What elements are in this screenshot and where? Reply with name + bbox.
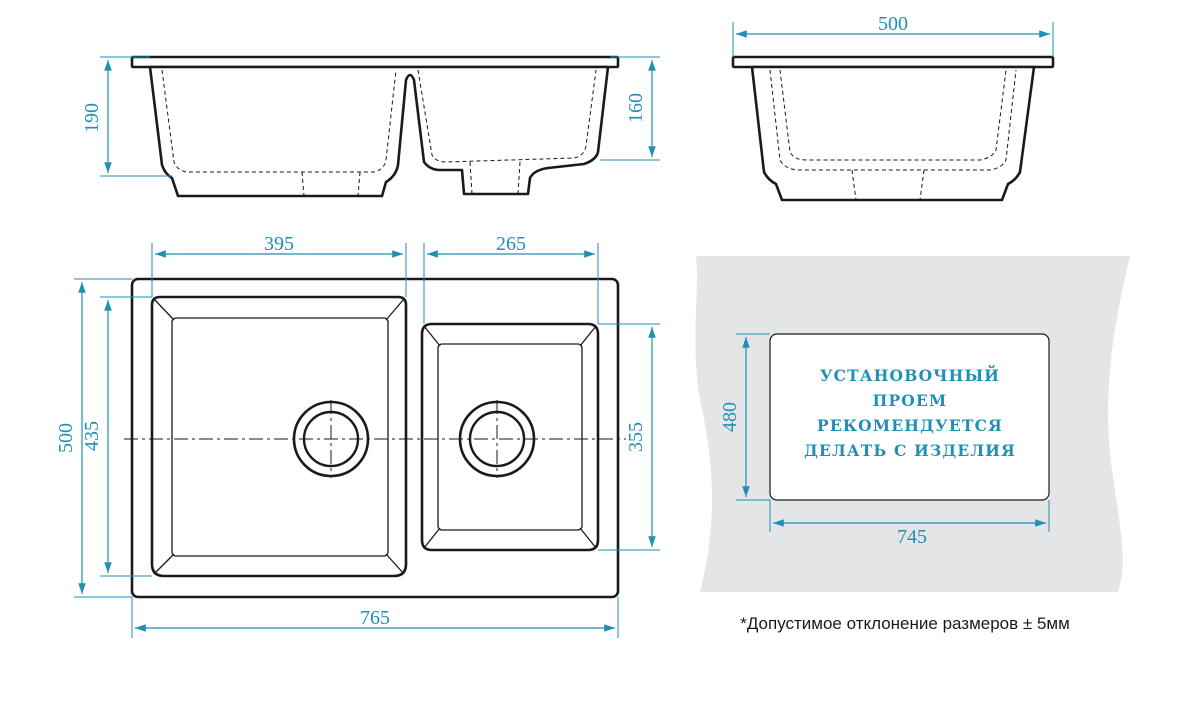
side-view-large-bowl [148,65,610,198]
tolerance-note: *Допустимое отклонение размеров ± 5мм [740,614,1070,633]
dim-label-435: 435 [81,421,103,451]
dim-label-395: 395 [264,233,294,255]
dimension-745: 745 [769,500,1050,548]
dimension-355: 355 [598,323,660,551]
countertop-cutout-panel: УСТАНОВОЧНЫЙ ПРОЕМ РЕКОМЕНДУЕТСЯ ДЕЛАТЬ … [695,256,1130,592]
dimension-395: 395 [151,233,407,297]
dimension-500: 500 [55,278,132,598]
dim-label-745: 745 [897,526,927,548]
dim-label-500: 500 [55,423,77,453]
dim-label-160: 160 [625,93,647,123]
dimension-side-160: 160 [600,56,660,161]
dimension-265: 265 [423,233,599,324]
notice-line-3: РЕКОМЕНДУЕТСЯ [817,416,1003,435]
notice-line-4: ДЕЛАТЬ С ИЗДЕЛИЯ [804,441,1016,460]
cutout-opening [769,333,1050,501]
dim-label-480: 480 [719,402,741,432]
dimension-end-500: 500 [732,13,1054,57]
dim-label-end-500: 500 [878,13,908,35]
large-bowl [150,295,408,578]
dimension-435: 435 [81,296,152,577]
end-view [731,55,1055,202]
dim-label-355: 355 [625,422,647,452]
notice-line-2: ПРОЕМ [873,391,948,410]
dim-label-265: 265 [496,233,526,255]
dimension-765: 765 [131,597,619,638]
notice-line-1: УСТАНОВОЧНЫЙ [820,366,1000,385]
dim-label-765: 765 [360,607,390,629]
dim-label-190: 190 [81,103,103,133]
dimension-480: 480 [719,333,770,501]
dimension-side-190: 190 [81,56,172,177]
top-view [124,277,626,599]
side-view [130,55,620,198]
